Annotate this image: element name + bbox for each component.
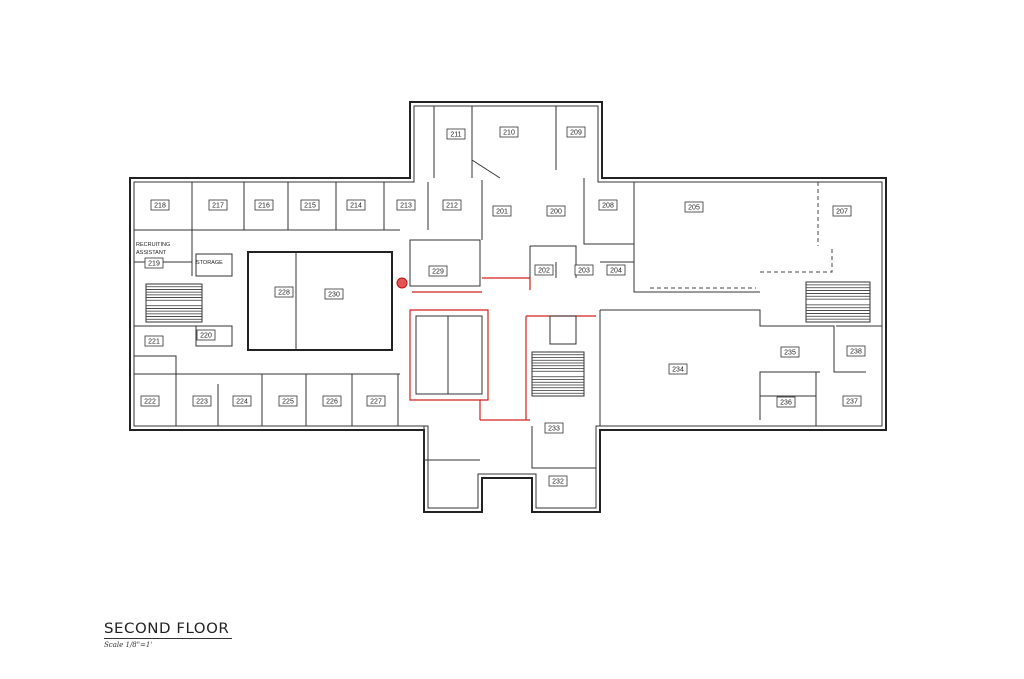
room-number: 234 [672, 367, 684, 374]
room-number: 225 [282, 399, 294, 406]
room-203: 203 [574, 264, 594, 276]
room-number: 230 [328, 292, 340, 299]
top-wing [433, 106, 557, 179]
room-number: 233 [548, 426, 560, 433]
room-number: 214 [350, 203, 362, 210]
room-number: 220 [200, 333, 212, 340]
marker-dot [396, 277, 408, 289]
room-number: 208 [602, 203, 614, 210]
room-number: 222 [144, 399, 156, 406]
assistant-label: ASSISTANT [136, 250, 167, 256]
right-wing [599, 182, 882, 426]
room-225: 225 [278, 395, 298, 407]
room-220: 220 [196, 329, 216, 341]
room-227: 227 [366, 395, 386, 407]
room-number: 213 [400, 203, 412, 210]
room-number: 232 [552, 479, 564, 486]
room-number: 227 [370, 399, 382, 406]
room-214: 214 [346, 199, 366, 211]
room-207: 207 [832, 205, 852, 217]
room-217: 217 [208, 199, 228, 211]
room-number: 211 [450, 132, 461, 139]
exterior-walls [129, 101, 887, 513]
room-number: 216 [258, 203, 270, 210]
drawing-scale: Scale 1/8"=1' [104, 641, 153, 649]
room-number: 226 [326, 399, 338, 406]
room-204: 204 [606, 264, 626, 276]
core-area [409, 178, 635, 469]
room-237: 237 [842, 395, 862, 407]
room-209: 209 [566, 126, 586, 138]
room-number: 217 [212, 203, 224, 210]
room-228: 228 [274, 286, 294, 298]
room-201: 201 [492, 205, 512, 217]
room-226: 226 [322, 395, 342, 407]
room-number: 215 [304, 203, 316, 210]
room-208: 208 [598, 199, 618, 211]
room-number: 229 [432, 269, 444, 276]
room-number: 223 [196, 399, 208, 406]
room-number: 212 [446, 203, 458, 210]
room-205: 205 [684, 201, 704, 213]
room-211: 211 [446, 128, 466, 140]
storage-label: STORAGE [196, 260, 223, 266]
room-229: 229 [428, 265, 448, 277]
room-number: 210 [503, 130, 515, 137]
room-number: 207 [836, 209, 848, 216]
room-238: 238 [846, 345, 866, 357]
room-number: 235 [784, 350, 796, 357]
room-230: 230 [324, 288, 344, 300]
recruiting-label: RECRUITING [136, 242, 170, 248]
central-block [247, 251, 393, 351]
lower-left-offices [134, 325, 400, 426]
room-number: 205 [688, 205, 700, 212]
room-number: 202 [538, 268, 550, 275]
room-232: 232 [548, 475, 568, 487]
room-number: 238 [850, 349, 862, 356]
room-212: 212 [442, 199, 462, 211]
room-235: 235 [780, 346, 800, 358]
room-number: 218 [154, 203, 166, 210]
left-stair [145, 283, 203, 323]
room-234: 234 [668, 363, 688, 375]
room-number: 221 [148, 339, 160, 346]
room-number: 203 [578, 268, 590, 275]
room-221: 221 [144, 335, 164, 347]
upper-left-offices [134, 182, 429, 277]
center-stair [531, 351, 585, 397]
room-200: 200 [546, 205, 566, 217]
room-224: 224 [232, 395, 252, 407]
room-213: 213 [396, 199, 416, 211]
drawing-title: SECOND FLOOR [104, 619, 230, 637]
room-number: 204 [610, 268, 622, 275]
room-number: 201 [496, 209, 508, 216]
room-222: 222 [140, 395, 160, 407]
right-stair [805, 281, 871, 323]
room-labels: 200 201 202 203 204 205 207 208 209 210 211 212 213 2… [140, 126, 866, 487]
room-215: 215 [300, 199, 320, 211]
room-number: 224 [236, 399, 248, 406]
room-number: 200 [550, 209, 562, 216]
room-number: 236 [780, 400, 792, 407]
room-number: 209 [570, 130, 582, 137]
room-number: 237 [846, 399, 858, 406]
room-210: 210 [499, 126, 519, 138]
room-218: 218 [150, 199, 170, 211]
room-202: 202 [534, 264, 554, 276]
room-216: 216 [254, 199, 274, 211]
room-number: 219 [148, 261, 160, 268]
room-219: 219 [144, 257, 164, 269]
room-236: 236 [776, 396, 796, 408]
room-223: 223 [192, 395, 212, 407]
room-number: 228 [278, 290, 290, 297]
title-underline [104, 638, 232, 639]
room-233: 233 [544, 422, 564, 434]
